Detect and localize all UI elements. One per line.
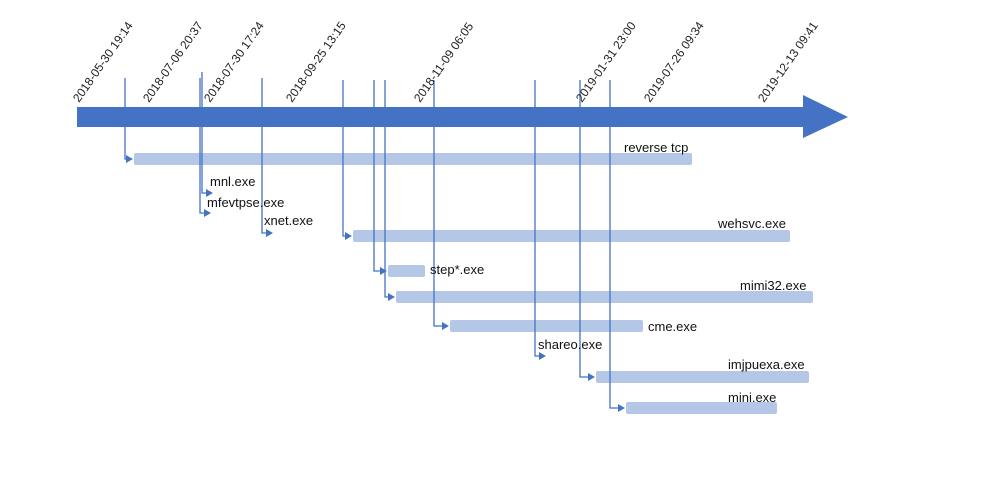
process-label-mimi32-exe: mimi32.exe	[740, 278, 806, 293]
duration-bar-step-exe	[388, 265, 425, 277]
date-label: 2019-12-13 09:41	[755, 19, 821, 105]
bars-layer	[134, 153, 813, 414]
date-label: 2018-11-09 06:05	[411, 20, 476, 105]
process-label-mfevtpse-exe: mfevtpse.exe	[207, 195, 284, 210]
arrowhead-icon	[588, 373, 595, 381]
process-label-imjpuexa-exe: imjpuexa.exe	[728, 357, 805, 372]
process-label-xnet-exe: xnet.exe	[264, 213, 313, 228]
date-label: 2018-05-30 19:14	[70, 19, 136, 105]
connectors-layer	[124, 72, 625, 412]
process-label-mnl-exe: mnl.exe	[210, 174, 256, 189]
duration-bar-cme-exe	[450, 320, 643, 332]
process-label-mini-exe: mini.exe	[728, 390, 776, 405]
date-label: 2018-07-06 20:37	[140, 19, 206, 105]
duration-bar-mini-exe	[626, 402, 777, 414]
connector-line-cme-exe	[433, 80, 444, 327]
connector-line-imjpuexa-exe	[579, 80, 590, 378]
duration-bar-wehsvc-exe	[353, 230, 790, 242]
process-label-reverse-tcp: reverse tcp	[624, 140, 688, 155]
arrowhead-icon	[266, 229, 273, 237]
arrowhead-icon	[206, 189, 213, 197]
process-label-step-exe: step*.exe	[430, 262, 484, 277]
duration-bar-mimi32-exe	[396, 291, 813, 303]
date-label: 2018-07-30 17:24	[201, 19, 267, 105]
process-label-cme-exe: cme.exe	[648, 319, 697, 334]
arrowhead-icon	[539, 352, 546, 360]
date-label: 2019-01-31 23:00	[573, 19, 639, 105]
date-label: 2018-09-25 13:15	[283, 19, 349, 105]
connector-line-mini-exe	[609, 80, 620, 409]
connector-line-step-exe	[373, 80, 382, 272]
duration-bar-imjpuexa-exe	[596, 371, 809, 383]
arrowhead-icon	[204, 209, 211, 217]
arrowhead-icon	[388, 293, 395, 301]
arrowhead-icon	[380, 267, 387, 275]
arrowhead-icon	[345, 232, 352, 240]
process-label-shareo-exe: shareo.exe	[538, 337, 602, 352]
date-label: 2019-07-26 09:34	[641, 19, 707, 105]
arrowhead-icon	[618, 404, 625, 412]
process-labels-layer: reverse tcp mnl.exe mfevtpse.exe xnet.exe we…	[207, 140, 806, 405]
process-label-wehsvc-exe: wehsvc.exe	[717, 216, 786, 231]
arrowhead-icon	[126, 155, 133, 163]
timeline-axis-arrow	[77, 95, 848, 138]
arrowhead-icon	[442, 322, 449, 330]
duration-bar-reverse-tcp	[134, 153, 692, 165]
